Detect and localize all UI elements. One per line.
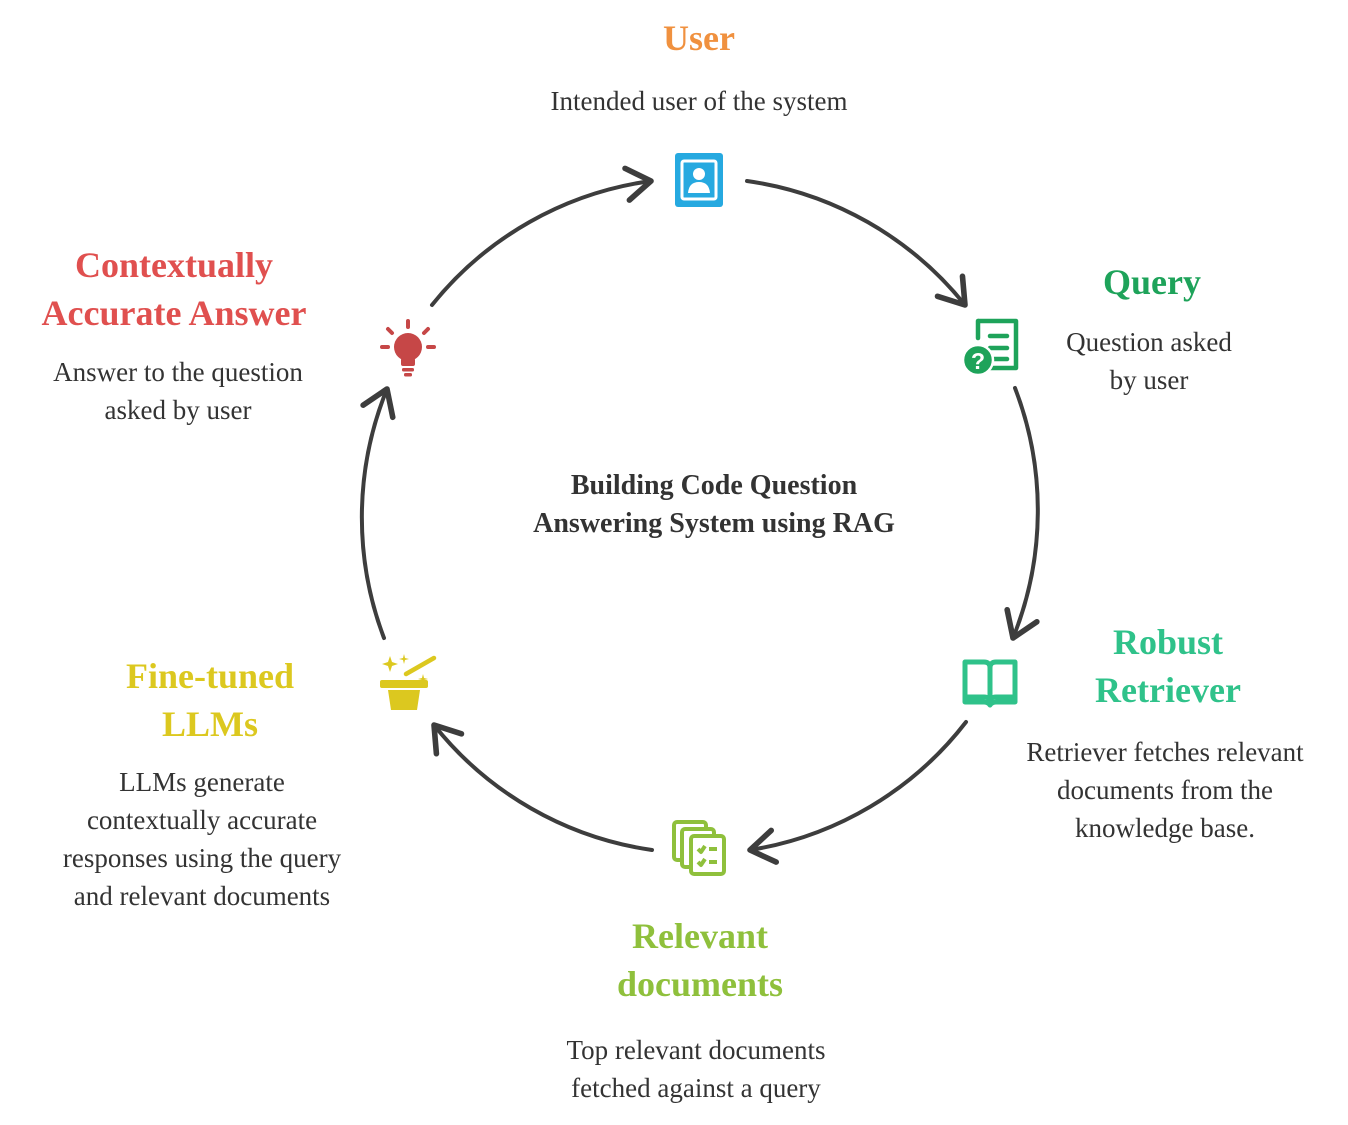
arrow-llms-to-answer (359, 386, 396, 640)
question-document-icon: ? (961, 318, 1019, 377)
center-title-line: Answering System using RAG (533, 508, 895, 539)
svg-text:?: ? (971, 348, 985, 374)
open-book-icon (962, 659, 1018, 708)
retriever-title: Robust Retriever (1095, 622, 1241, 710)
arrow-query-to-retriever (1004, 386, 1040, 641)
lightbulb-icon (380, 319, 436, 377)
user-description: Intended user of the system (550, 86, 848, 116)
documents-description: Top relevant documents fetched against a… (566, 1035, 826, 1103)
cycle-arrows (359, 165, 1040, 865)
arrow-documents-to-llms (431, 722, 654, 852)
magic-hat-icon (380, 654, 437, 710)
arrow-user-to-query (745, 179, 968, 308)
llms-description: LLMs generate contextually accurate resp… (62, 767, 342, 911)
documents-title: Relevant documents (616, 916, 783, 1004)
stacked-documents-icon (672, 820, 726, 876)
answer-description: Answer to the question asked by user (53, 357, 303, 425)
llms-title: Fine-tuned LLMs (125, 656, 294, 744)
retriever-description: Retriever fetches relevant documents fro… (1026, 737, 1304, 843)
user-title: User (663, 18, 735, 58)
arrow-retriever-to-documents (747, 720, 968, 865)
arrow-answer-to-user (430, 165, 654, 307)
query-title: Query (1103, 262, 1201, 302)
query-description: Question asked by user (1066, 327, 1232, 395)
answer-title: Contextually Accurate Answer (41, 245, 307, 333)
diagram-center-title: Building Code Question Answering System … (474, 467, 954, 543)
center-title-line: Building Code Question (570, 470, 858, 501)
user-profile-icon (675, 153, 723, 207)
